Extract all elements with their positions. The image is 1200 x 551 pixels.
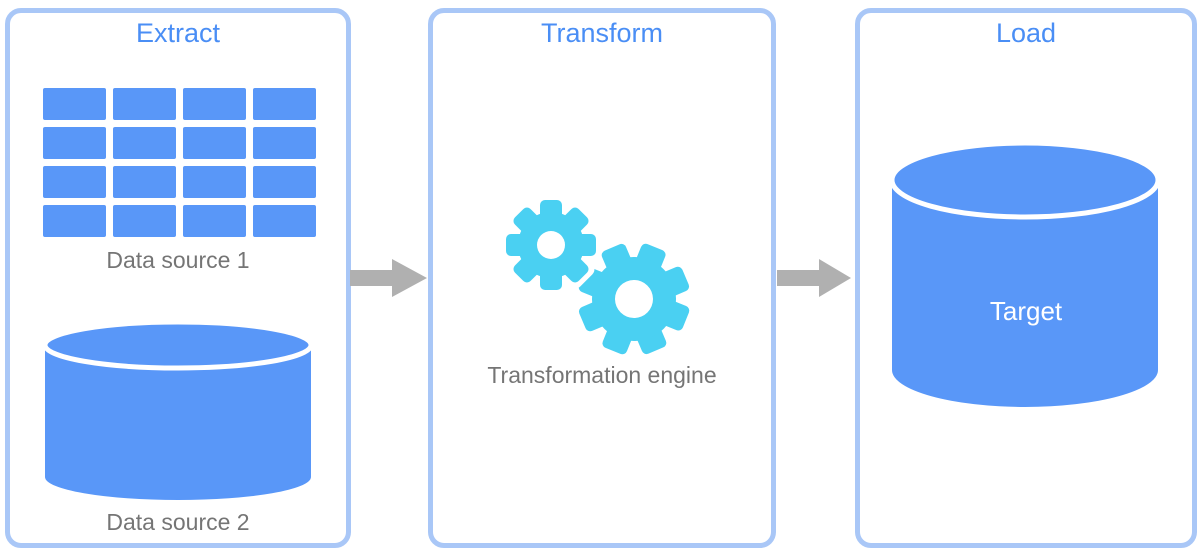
table-cell — [113, 166, 176, 198]
table-cell — [113, 127, 176, 159]
table-cell — [253, 205, 316, 237]
arrow-right-icon — [350, 259, 427, 297]
data-source-1-label: Data source 1 — [106, 247, 250, 273]
table-cell — [113, 88, 176, 120]
target-label: Target — [989, 296, 1063, 326]
table-cell — [113, 205, 176, 237]
table-cell — [253, 127, 316, 159]
table-cell — [183, 166, 246, 198]
data-source-2-label: Data source 2 — [106, 509, 250, 535]
table-cell — [253, 88, 316, 120]
database-cylinder-icon — [42, 319, 314, 500]
table-cell — [43, 205, 106, 237]
stage-title-transform: Transform — [540, 18, 663, 48]
gears-icon — [501, 195, 690, 355]
table-cell — [183, 127, 246, 159]
table-icon — [43, 88, 316, 237]
table-cell — [253, 166, 316, 198]
table-cell — [183, 88, 246, 120]
table-cell — [43, 166, 106, 198]
arrow-right-icon — [777, 259, 851, 297]
transformation-engine-label: Transformation engine — [487, 362, 717, 388]
stage-title-load: Load — [995, 18, 1057, 48]
table-cell — [43, 127, 106, 159]
stage-transform-panel: Transform — [428, 8, 776, 548]
table-cell — [43, 88, 106, 120]
table-cell — [183, 205, 246, 237]
database-cylinder-icon — [889, 140, 1161, 407]
stage-title-extract: Extract — [135, 18, 221, 48]
stage-extract-panel: Extract Data source 1 Data source 2 — [5, 8, 351, 548]
stage-load-panel: Load Target — [855, 8, 1197, 548]
